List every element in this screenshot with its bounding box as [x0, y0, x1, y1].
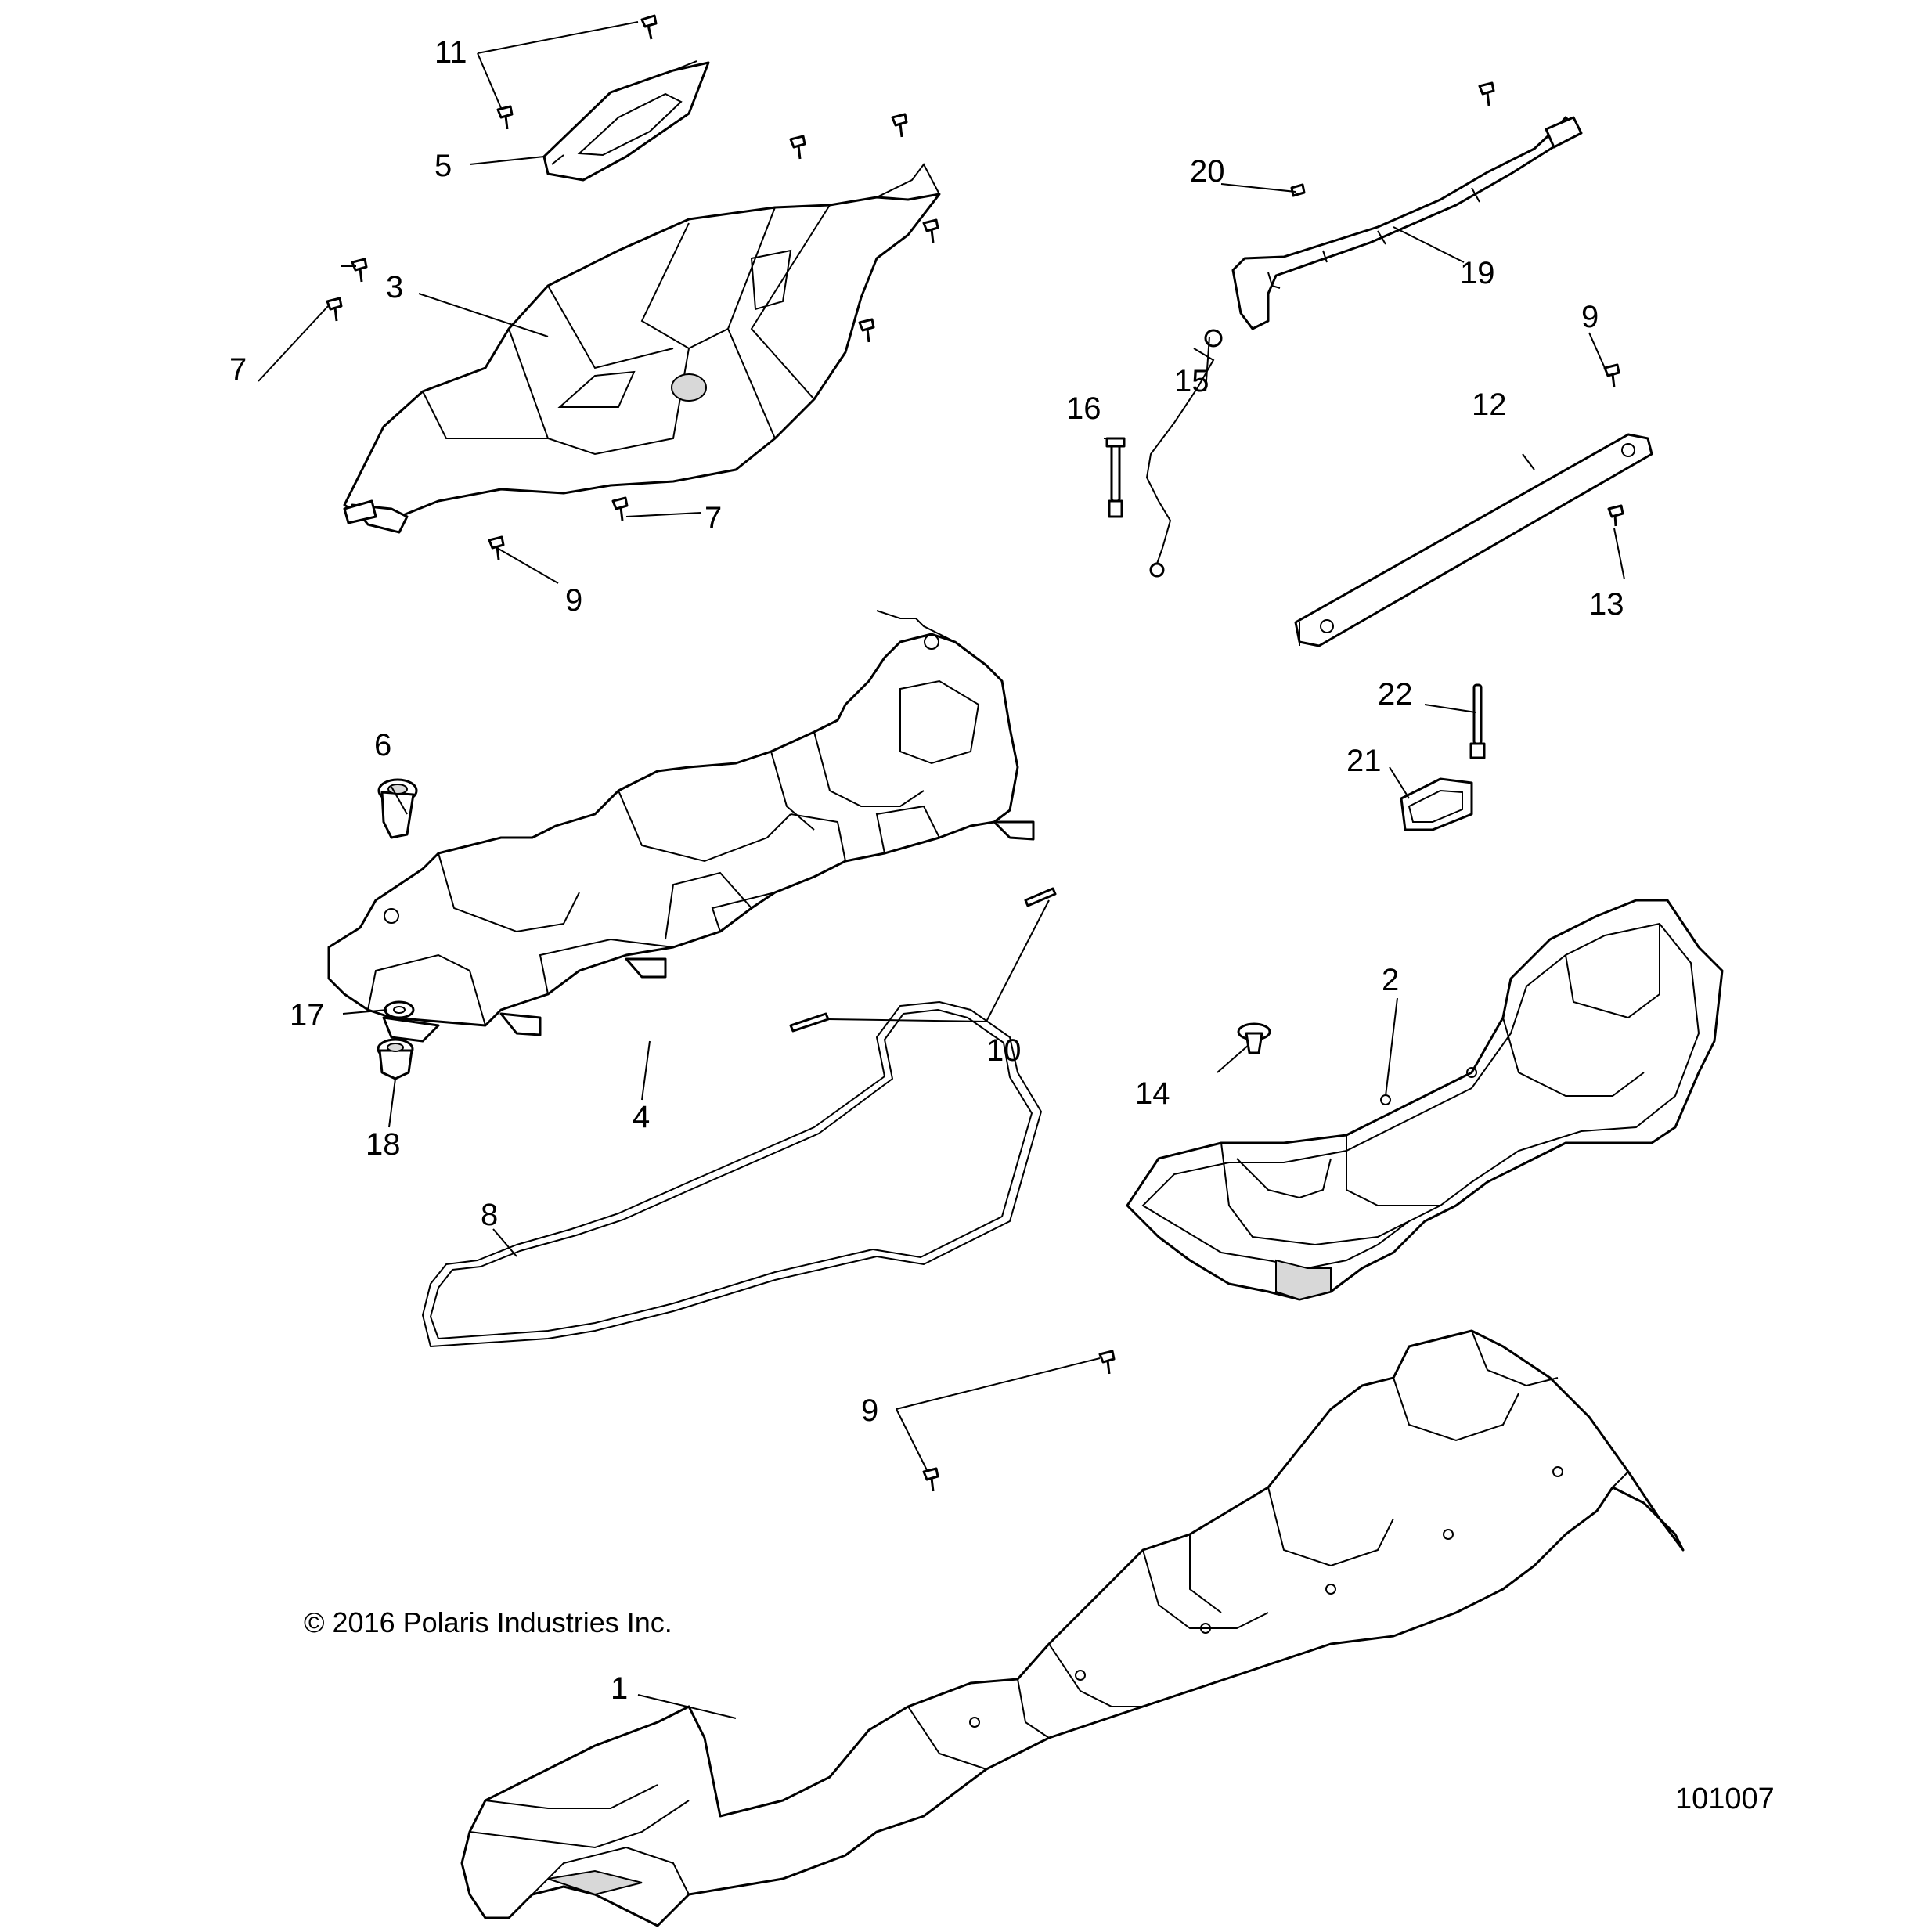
callout-6: 6: [374, 728, 391, 762]
callout-16: 16: [1066, 391, 1101, 426]
callout-5: 5: [434, 149, 452, 183]
part-14-rivet: [1237, 1022, 1271, 1054]
part-16-pin: [1105, 437, 1126, 518]
part-3-front-cover: [343, 163, 941, 534]
part-2-storage-box: [1126, 899, 1724, 1301]
callout-19: 19: [1460, 256, 1495, 290]
part-6-fastener: [377, 778, 418, 839]
part-17-washer: [384, 1000, 415, 1019]
callout-20: 20: [1190, 154, 1225, 189]
callout-9c: 9: [861, 1393, 878, 1428]
part-10-rods: [789, 887, 1057, 1033]
callout-8: 8: [481, 1198, 498, 1232]
callout-7a: 7: [229, 352, 247, 387]
callout-2: 2: [1382, 963, 1399, 997]
small-screws: [326, 14, 1624, 1492]
callout-17: 17: [290, 998, 325, 1033]
callout-9a: 9: [565, 583, 582, 618]
copyright-text: © 2016 Polaris Industries Inc.: [304, 1606, 672, 1638]
part-15-cable: [1145, 329, 1223, 578]
callout-11: 11: [434, 35, 467, 70]
callout-21: 21: [1346, 744, 1382, 778]
callout-15: 15: [1174, 364, 1209, 398]
part-21-grommet: [1400, 777, 1473, 831]
callout-1: 1: [611, 1671, 628, 1706]
leader-lines: [258, 21, 1625, 1719]
callout-3: 3: [386, 270, 403, 305]
callout-labels: 11 5 3 7 7 9 20 19 9 15 16 12 13 22 21 6…: [229, 35, 1624, 1706]
callout-14: 14: [1135, 1076, 1170, 1111]
callout-18: 18: [366, 1127, 401, 1162]
callout-4: 4: [633, 1100, 650, 1134]
part-12-strap: [1294, 433, 1653, 647]
part-5-bracket: [542, 60, 710, 182]
figure-number: 101007: [1675, 1782, 1775, 1815]
callout-9b: 9: [1581, 300, 1599, 334]
part-8-seal: [422, 1001, 1042, 1347]
callout-10: 10: [986, 1033, 1022, 1068]
part-1-rear-fender: [460, 1329, 1685, 1927]
callout-12: 12: [1472, 387, 1507, 422]
callout-13: 13: [1589, 587, 1624, 622]
part-18-grommet: [377, 1038, 414, 1080]
part-4-floor-pan: [327, 610, 1035, 1043]
part-22-pin: [1469, 683, 1486, 759]
callout-22: 22: [1378, 677, 1413, 712]
part-19-bracket: [1231, 116, 1583, 330]
callout-7b: 7: [705, 501, 722, 535]
